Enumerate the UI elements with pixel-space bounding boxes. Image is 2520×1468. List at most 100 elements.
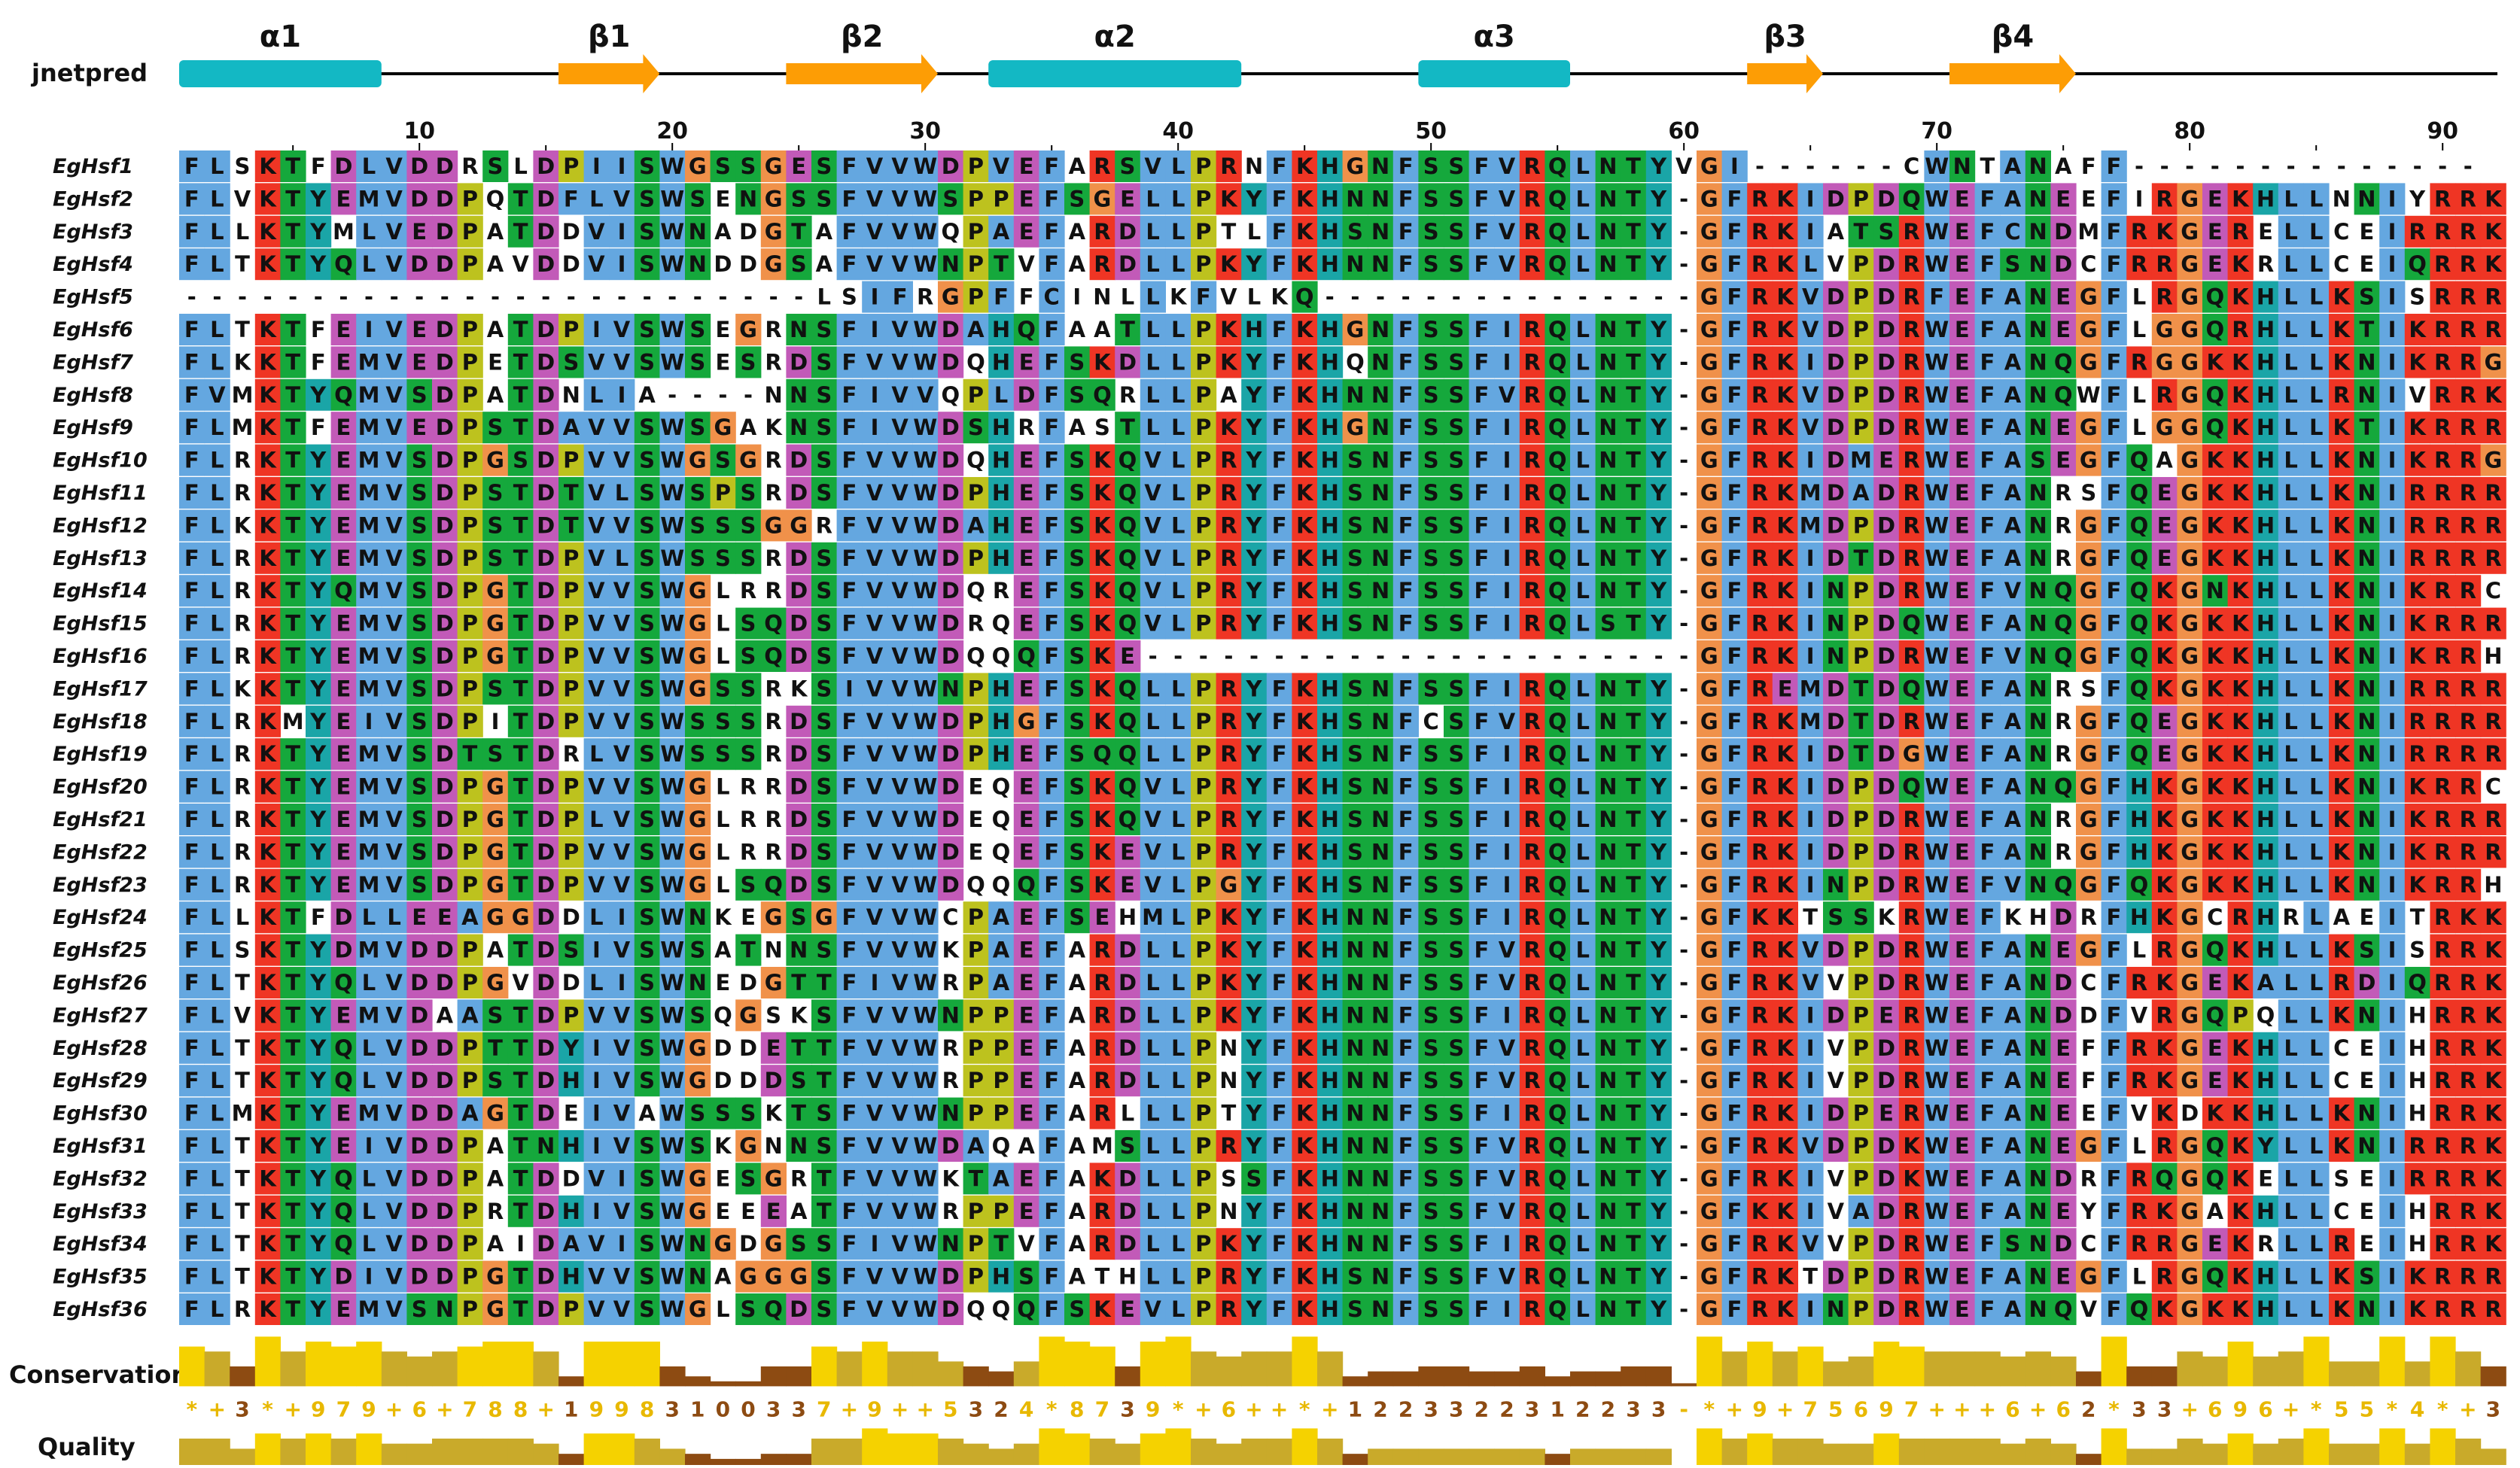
residue-letter: S	[488, 546, 504, 571]
residue-letter: S	[1347, 741, 1363, 767]
residue-letter: G	[486, 448, 504, 473]
residue-letter: L	[210, 938, 224, 963]
residue-letter: -	[1654, 643, 1663, 669]
residue-letter: F	[1727, 219, 1742, 245]
residue-letter: S	[1423, 480, 1439, 506]
residue-letter: P	[1195, 872, 1211, 898]
residue-letter: V	[866, 448, 884, 473]
residue-letter: F	[1044, 741, 1059, 767]
residue-letter: R	[1752, 611, 1768, 637]
residue-letter: K	[1776, 938, 1794, 963]
residue-letter: D	[739, 251, 757, 277]
residue-letter: V	[866, 349, 884, 375]
residue-letter: S	[412, 546, 428, 571]
residue-letter: D	[1877, 415, 1895, 440]
residue-letter: L	[1171, 741, 1185, 767]
residue-letter: K	[2232, 839, 2250, 865]
residue-letter: V	[588, 578, 605, 603]
residue-letter: M	[358, 938, 380, 963]
residue-letter: V	[1499, 709, 1516, 734]
residue-letter: Y	[309, 1068, 327, 1093]
residue-letter: E	[1019, 219, 1034, 245]
residue-letter: V	[1802, 938, 1819, 963]
residue-letter: F	[184, 709, 199, 734]
residue-letter: K	[2409, 807, 2427, 832]
residue-letter: E	[1879, 448, 1894, 473]
residue-letter: V	[1802, 382, 1819, 408]
residue-letter: Q	[1548, 1035, 1567, 1061]
residue-letter: E	[1955, 741, 1970, 767]
residue-letter: F	[1272, 807, 1287, 832]
residue-letter: A	[993, 904, 1010, 930]
residue-letter: L	[1146, 219, 1159, 245]
residue-letter: G	[739, 317, 757, 342]
residue-letter: E	[1955, 578, 1970, 603]
residue-letter: G	[1700, 546, 1718, 571]
residue-letter: D	[739, 1035, 757, 1061]
residue-letter: L	[589, 807, 603, 832]
residue-letter: S	[791, 186, 807, 211]
residue-letter: H	[2257, 284, 2275, 310]
residue-letter: L	[2309, 284, 2323, 310]
residue-letter: H	[1321, 1035, 1339, 1061]
residue-letter: Y	[309, 774, 327, 800]
residue-letter: P	[462, 807, 478, 832]
residue-letter: T	[285, 317, 300, 342]
residue-letter: A	[2257, 970, 2275, 995]
residue-letter: S	[1600, 611, 1616, 637]
residue-letter: V	[891, 807, 908, 832]
residue-letter: Y	[309, 741, 327, 767]
residue-letter: T	[1626, 349, 1641, 375]
residue-letter: K	[2156, 904, 2174, 930]
residue-letter: L	[1576, 872, 1590, 898]
residue-letter: Y	[1246, 839, 1263, 865]
residue-letter: -	[263, 284, 272, 310]
residue-letter: K	[2409, 774, 2427, 800]
residue-letter: R	[1752, 448, 1768, 473]
residue-letter: S	[1828, 904, 1843, 930]
residue-letter: P	[462, 938, 478, 963]
residue-letter: D	[2054, 1002, 2072, 1028]
residue-letter: F	[1044, 709, 1059, 734]
residue-letter: A	[1828, 219, 1845, 245]
residue-letter: S	[639, 546, 655, 571]
residue-letter: N	[2028, 317, 2047, 342]
residue-letter: R	[1903, 807, 1919, 832]
residue-letter: V	[891, 480, 908, 506]
residue-letter: R	[2485, 807, 2501, 832]
residue-letter: K	[1220, 938, 1238, 963]
residue-letter: D	[1877, 480, 1895, 506]
residue-letter: -	[1679, 676, 1688, 701]
residue-letter: Y	[1650, 938, 1667, 963]
residue-letter: I	[1503, 480, 1511, 506]
residue-letter: K	[1296, 512, 1314, 538]
residue-letter: R	[1523, 415, 1540, 440]
residue-letter: Y	[1650, 415, 1667, 440]
residue-letter: Y	[309, 709, 327, 734]
residue-letter: -	[1831, 153, 1840, 179]
residue-letter: P	[968, 1068, 984, 1093]
residue-letter: -	[288, 284, 297, 310]
residue-letter: K	[2207, 676, 2225, 701]
residue-letter: F	[2106, 643, 2121, 669]
residue-letter: D	[2357, 970, 2375, 995]
residue-letter: H	[992, 415, 1010, 440]
residue-letter: Y	[309, 512, 327, 538]
residue-letter: F	[1727, 611, 1742, 637]
residue-letter: K	[2333, 872, 2351, 898]
residue-letter: Q	[2130, 643, 2149, 669]
residue-letter: F	[2106, 741, 2121, 767]
residue-letter: K	[1094, 709, 1112, 734]
residue-letter: F	[184, 546, 199, 571]
residue-letter: G	[2484, 349, 2502, 375]
residue-letter: T	[1626, 448, 1641, 473]
residue-letter: Y	[1246, 904, 1263, 930]
residue-letter: N	[1953, 153, 1971, 179]
residue-letter: G	[486, 611, 504, 637]
residue-letter: V	[385, 186, 403, 211]
residue-letter: Q	[2130, 480, 2149, 506]
residue-letter: V	[891, 676, 908, 701]
residue-letter: R	[2460, 970, 2476, 995]
residue-letter: V	[385, 317, 403, 342]
